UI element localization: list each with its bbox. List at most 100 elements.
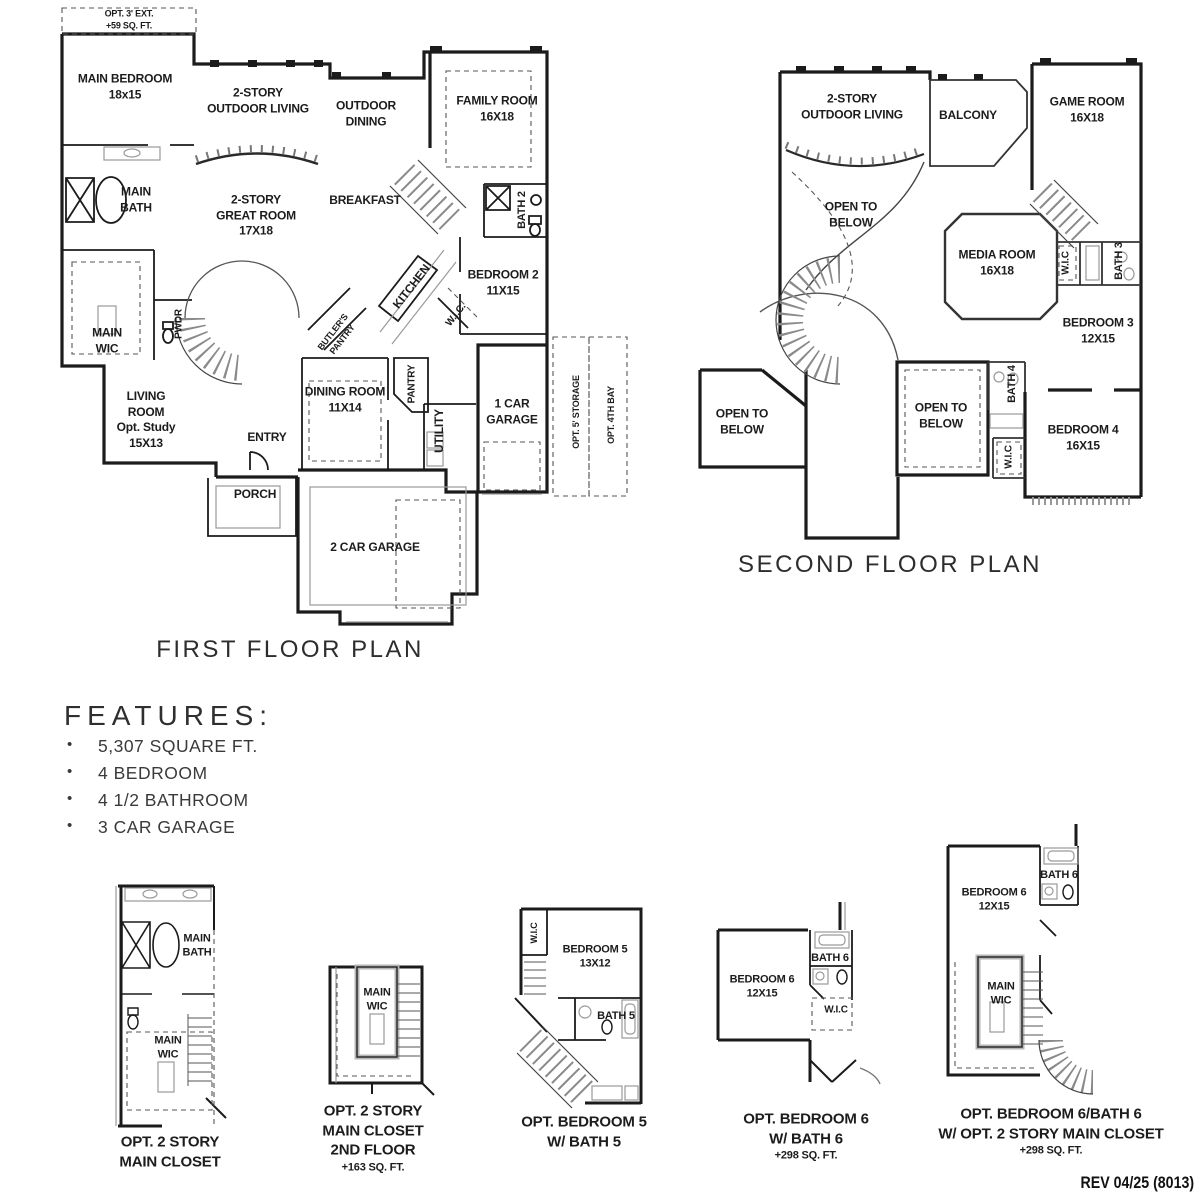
second-floor-plan-title: SECOND FLOOR PLAN — [738, 551, 1042, 579]
label-line: +298 SQ. FT. — [774, 1149, 838, 1162]
revision-note: REV 04/25 (8013) — [1080, 1174, 1194, 1192]
label-line: UTILITY — [432, 409, 447, 453]
label-line: 2-STORY — [827, 91, 877, 106]
label-line: GAME ROOM — [1049, 94, 1125, 109]
label-line: 1 CAR — [494, 396, 530, 411]
label-line: OUTDOOR LIVING — [801, 107, 903, 121]
room-label-opt3-bath5: BATH 5 — [597, 1009, 635, 1023]
room-label-wic-lower: W.I.C — [1003, 445, 1016, 468]
label-line: 12X15 — [1081, 331, 1115, 345]
label-line: PANTRY — [406, 364, 418, 404]
label-line: BEDROOM 6 — [729, 973, 795, 986]
option-bedroom6-drawing — [716, 902, 881, 1085]
label-line: SECOND FLOOR PLAN — [738, 551, 1042, 578]
label-line: MAIN — [183, 932, 211, 945]
label-line: 11X15 — [486, 283, 520, 297]
label-line: W.I.C — [1060, 251, 1072, 275]
label-line: BEDROOM 6 — [961, 886, 1027, 899]
label-line: +298 SQ. FT. — [1019, 1144, 1083, 1157]
label-line: OUTDOOR — [336, 98, 396, 113]
label-line: GREAT ROOM — [216, 208, 296, 223]
label-line: 11X14 — [328, 400, 362, 414]
label-line: OPEN TO — [824, 199, 878, 214]
label-line: W/ BATH 5 — [547, 1133, 621, 1150]
label-line: W.I.C — [824, 1004, 848, 1016]
room-label-pwdr: PWDR — [173, 309, 186, 339]
feature-item: 3 CAR GARAGE — [67, 817, 258, 844]
label-opt-4th-bay: OPT. 4TH BAY — [606, 386, 618, 444]
label-line: BATH — [120, 200, 152, 214]
label-line: WIC — [366, 1001, 388, 1013]
label-line: MAIN — [154, 1034, 182, 1047]
label-line: 15X13 — [129, 435, 163, 450]
label-line: W.I.C — [529, 922, 540, 944]
label-line: BATH 3 — [1112, 242, 1125, 280]
room-label-porch: PORCH — [233, 487, 277, 503]
option-closet-first-drawing — [115, 884, 227, 1128]
label-line: OPT. 2 STORY — [323, 1102, 423, 1120]
room-label-opt3-bedroom5: BEDROOM 5 13X12 — [563, 943, 628, 972]
label-line: BALCONY — [939, 108, 997, 123]
room-label-opt2-main-wic: MAIN WIC — [363, 986, 391, 1015]
room-label-opt1-main-wic: MAIN WIC — [154, 1034, 182, 1063]
label-line: W/ OPT. 2 STORY MAIN CLOSET — [938, 1124, 1164, 1142]
label-line: BATH 2 — [515, 191, 528, 229]
feature-item: 5,307 SQUARE FT. — [67, 736, 258, 763]
label-line: 16X15 — [1066, 438, 1100, 452]
label-line: +59 SQ. FT. — [105, 20, 153, 30]
room-label-breakfast: BREAKFAST — [329, 193, 401, 209]
label-line: BEDROOM 5 — [562, 943, 628, 956]
label-line: BEDROOM 4 — [1047, 422, 1119, 437]
label-line: Opt. Study — [116, 420, 176, 434]
room-label-opt4-bath6: BATH 6 — [811, 951, 849, 965]
label-line: PWDR — [173, 309, 185, 339]
room-label-opt3-wic: W.I.C — [529, 923, 541, 944]
features-title: FEATURES: — [64, 700, 274, 731]
room-label-entry: ENTRY — [247, 430, 286, 446]
label-line: 16X18 — [980, 263, 1014, 277]
label-line: BELOW — [919, 416, 963, 430]
label-line: OPEN TO — [914, 400, 968, 415]
first-floor-plan-title: FIRST FLOOR PLAN — [156, 636, 424, 664]
room-label-utility: UTILITY — [432, 409, 448, 453]
features-list: 5,307 SQUARE FT. 4 BEDROOM 4 1/2 BATHROO… — [67, 736, 258, 844]
room-label-wic-upper: W.I.C — [1060, 251, 1073, 274]
label-line: DINING — [345, 114, 387, 128]
label-line: BREAKFAST — [329, 193, 401, 208]
label-line: WIC — [157, 1049, 179, 1061]
label-line: WIC — [95, 341, 119, 355]
label-line: GARAGE — [486, 412, 538, 426]
label-line: MEDIA ROOM — [958, 247, 1036, 262]
label-line: LIVING — [126, 388, 166, 403]
label-line: OPT. BEDROOM 6/BATH 6 — [960, 1105, 1142, 1123]
label-line: 2 CAR GARAGE — [330, 540, 420, 555]
label-line: OPT. BEDROOM 6 — [743, 1110, 869, 1128]
label-line: BATH — [182, 947, 212, 959]
option-closet-second-drawing — [328, 964, 435, 1096]
label-line: PORCH — [233, 487, 277, 502]
label-line: BATH 4 — [1005, 365, 1018, 403]
label-line: OPT. 4TH BAY — [606, 386, 617, 444]
room-label-pantry: PANTRY — [406, 365, 419, 404]
label-line: MAIN — [363, 986, 391, 999]
label-line: BATH 6 — [1040, 868, 1078, 881]
label-line: BATH 6 — [811, 951, 849, 964]
label-line: 13X12 — [579, 958, 611, 970]
